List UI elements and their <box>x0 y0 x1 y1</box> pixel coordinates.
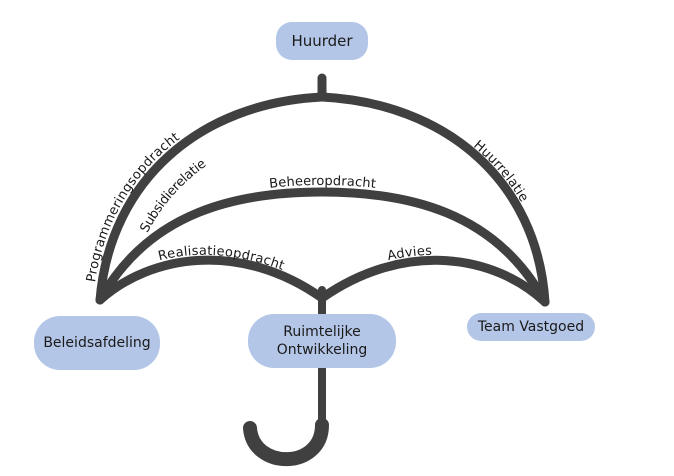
node-beleidsafdeling: Beleidsafdeling <box>34 316 160 370</box>
node-team-vastgoed-label: Team Vastgoed <box>477 319 585 335</box>
label-huurrelatie-text: Huurrelatie <box>470 138 531 205</box>
label-advies: Advies <box>386 244 432 264</box>
edge-huurder-beleidsafdeling <box>95 92 327 305</box>
label-beheeropdracht-text: Beheeropdracht <box>268 174 376 192</box>
label-beheeropdracht: Beheeropdracht <box>268 174 376 192</box>
label-advies-text: Advies <box>386 244 432 264</box>
node-ruimtelijke-line2: Ontwikkeling <box>276 342 368 358</box>
label-huurrelatie: Huurrelatie <box>470 138 531 205</box>
node-huurder-label: Huurder <box>291 32 353 50</box>
edge-advies <box>317 255 550 307</box>
node-huurder: Huurder <box>276 22 368 60</box>
edge-realisatieopdracht <box>95 255 327 305</box>
node-team-vastgoed: Team Vastgoed <box>467 313 595 341</box>
node-ruimtelijke-ontwikkeling: Ruimtelijke Ontwikkeling <box>248 314 396 368</box>
umbrella-canopy <box>95 73 550 467</box>
edge-beheeropdracht <box>95 187 550 307</box>
node-beleidsafdeling-label: Beleidsafdeling <box>43 335 151 351</box>
node-ruimtelijke-ontwikkeling-label: Ruimtelijke Ontwikkeling <box>277 323 368 359</box>
node-ruimtelijke-line1: Ruimtelijke <box>283 324 361 340</box>
umbrella-handle <box>243 418 329 467</box>
edge-huurder-team-vastgoed <box>317 92 550 307</box>
